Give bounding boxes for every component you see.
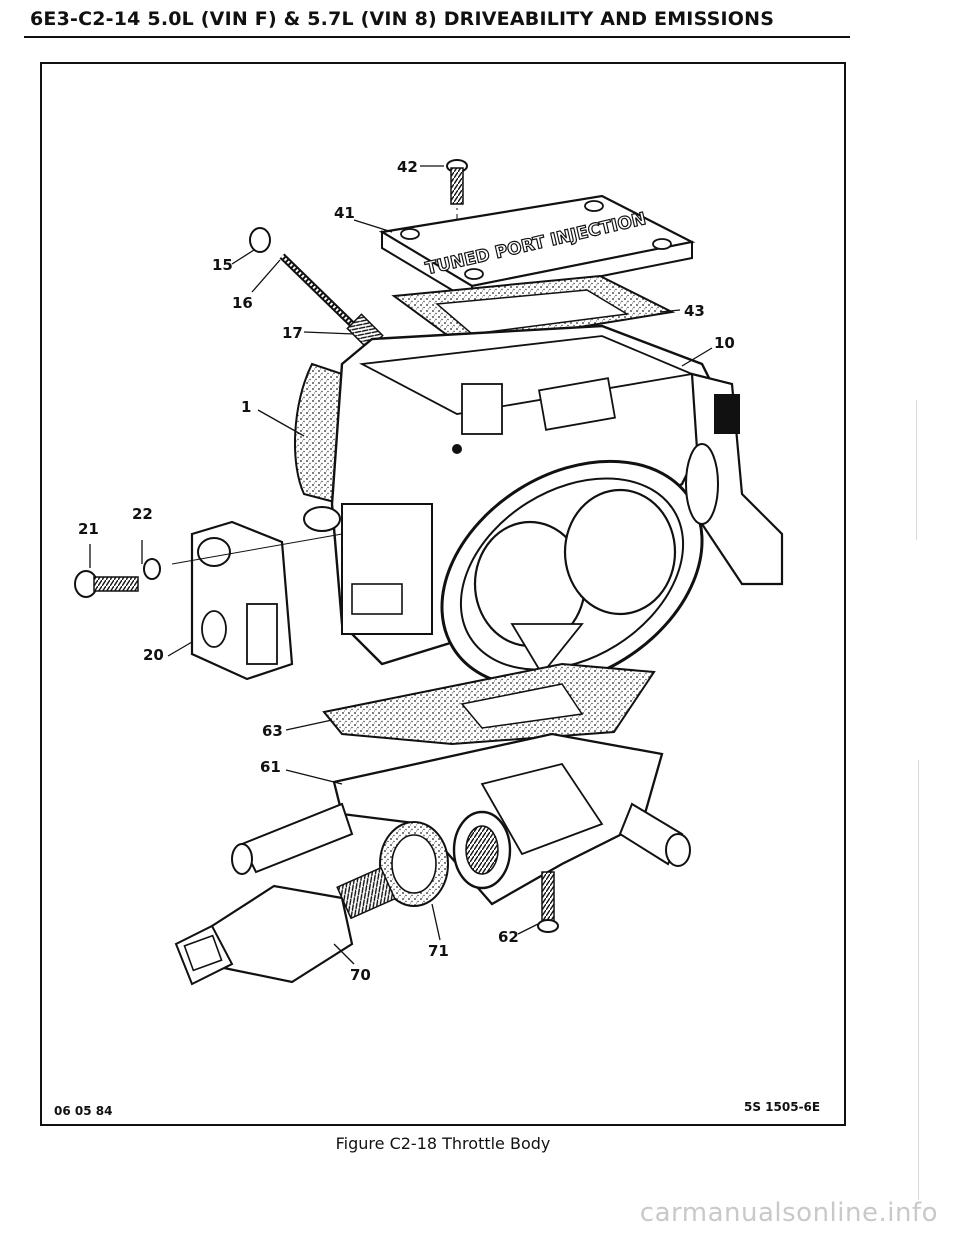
gasket-71: [379, 821, 449, 907]
connector-10: [685, 372, 784, 586]
screw-21: [74, 570, 139, 598]
callout-41: 41: [334, 204, 355, 222]
header-rule: [24, 36, 850, 38]
callout-20: 20: [143, 646, 164, 664]
callout-17: 17: [282, 324, 303, 342]
margin-line: [918, 760, 919, 1200]
reference-code: 5S 1505-6E: [744, 1100, 821, 1114]
figure-frame: [40, 62, 846, 1126]
throttle-body-1: [293, 324, 724, 689]
date-code: 06 05 84: [54, 1104, 113, 1118]
callout-22: 22: [132, 505, 153, 523]
throttle-position-sensor-20: [190, 520, 294, 681]
callout-42: 42: [397, 158, 418, 176]
iac-valve-70: [174, 866, 396, 986]
callout-21: 21: [78, 520, 99, 538]
throttle-body-exploded-diagram: TUNED PORT INJECTION: [74, 159, 784, 986]
gasket-63: [322, 662, 656, 746]
callout-10: 10: [714, 334, 735, 352]
callout-43: 43: [684, 302, 705, 320]
margin-line: [916, 400, 917, 540]
figure-caption: Figure C2-18 Throttle Body: [335, 1134, 551, 1153]
callout-63: 63: [262, 722, 283, 740]
callout-70: 70: [350, 966, 371, 984]
gasket-43: [391, 274, 676, 348]
section-title: 6E3-C2-14 5.0L (VIN F) & 5.7L (VIN 8) DR…: [30, 8, 775, 30]
leader-lines: [89, 165, 713, 965]
screw-42: [446, 159, 468, 205]
callout-61: 61: [260, 758, 281, 776]
callout-71: 71: [428, 942, 449, 960]
watermark: carmanualsonline.info: [639, 1198, 938, 1228]
screw-62: [537, 871, 559, 933]
washer-22: [143, 558, 161, 580]
callout-62: 62: [498, 928, 519, 946]
base-plate-61: [231, 732, 691, 906]
callout-15: 15: [212, 256, 233, 274]
idle-adjust-screw-assembly: [249, 227, 384, 351]
callout-16: 16: [232, 294, 253, 312]
callout-1: 1: [241, 398, 252, 416]
